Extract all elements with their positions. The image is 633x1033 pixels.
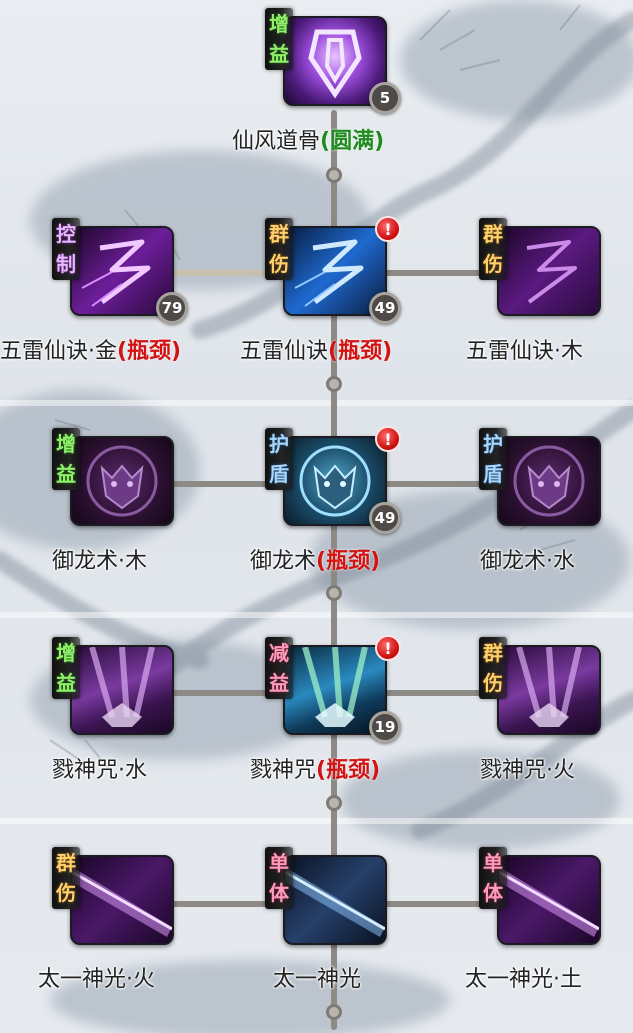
- skill-node-lushen-huo[interactable]: 群伤: [479, 637, 601, 735]
- skill-type-tag: 增益: [265, 8, 293, 70]
- skill-label: 御龙术(瓶颈): [250, 549, 381, 574]
- skill-level-badge: 5: [369, 82, 401, 114]
- blast-icon: [497, 645, 601, 735]
- branch-connector: [380, 901, 500, 907]
- connector-node: [326, 167, 342, 183]
- bottleneck-status: (瓶颈): [316, 758, 381, 783]
- dragon-icon: [497, 436, 601, 526]
- bottleneck-status: (瓶颈): [316, 549, 381, 574]
- alert-icon: !: [375, 216, 401, 242]
- skill-type-tag: 增益: [52, 428, 80, 490]
- skill-type-tag: 群伤: [265, 218, 293, 280]
- skill-node-taiyi[interactable]: 单体: [265, 847, 387, 945]
- bottleneck-status: (瓶颈): [328, 339, 393, 364]
- beam-icon: [70, 855, 174, 945]
- skill-node-lushen[interactable]: 减益 ! 19: [265, 635, 401, 743]
- skill-node-wulei[interactable]: 群伤 ! 49: [265, 216, 401, 324]
- skill-label: 太一神光·土: [465, 967, 582, 992]
- alert-icon: !: [375, 635, 401, 661]
- dragon-icon: [70, 436, 174, 526]
- skill-type-tag: 群伤: [479, 218, 507, 280]
- skill-node-lushen-shui[interactable]: 增益: [52, 637, 174, 735]
- skill-type-tag: 减益: [265, 637, 293, 699]
- skill-label: 戮神咒·水: [52, 758, 147, 783]
- skill-label: 御龙术·木: [52, 549, 147, 574]
- skill-type-tag: 增益: [52, 637, 80, 699]
- skill-label: 御龙术·水: [480, 549, 575, 574]
- skill-type-tag: 控制: [52, 218, 80, 280]
- skill-label: 太一神光·火: [38, 967, 155, 992]
- skill-level-badge: 49: [369, 502, 401, 534]
- skill-level-badge: 79: [156, 292, 188, 324]
- alert-icon: !: [375, 426, 401, 452]
- maxed-status: (圆满): [320, 129, 385, 154]
- skill-type-tag: 护盾: [479, 428, 507, 490]
- trunk-connector: [331, 110, 337, 1030]
- skill-level-badge: 49: [369, 292, 401, 324]
- branch-connector: [380, 690, 500, 696]
- skill-label: 五雷仙诀(瓶颈): [240, 339, 393, 364]
- skill-type-tag: 单体: [265, 847, 293, 909]
- connector-node: [326, 376, 342, 392]
- branch-connector: [170, 270, 290, 276]
- skill-label: 仙风道骨(圆满): [232, 129, 385, 154]
- beam-icon: [497, 855, 601, 945]
- branch-connector: [170, 481, 290, 487]
- skill-level-badge: 19: [369, 711, 401, 743]
- skill-type-tag: 群伤: [52, 847, 80, 909]
- skill-node-wulei-jin[interactable]: 控制 79: [52, 218, 188, 324]
- skill-node-wulei-mu[interactable]: 群伤: [479, 218, 601, 316]
- connector-node: [326, 795, 342, 811]
- skill-node-taiyi-tu[interactable]: 单体: [479, 847, 601, 945]
- skill-node-taiyi-huo[interactable]: 群伤: [52, 847, 174, 945]
- skill-label: 戮神咒·火: [480, 758, 575, 783]
- skill-node-yulong-mu[interactable]: 增益: [52, 428, 174, 526]
- branch-connector: [170, 901, 290, 907]
- branch-connector: [380, 270, 500, 276]
- skill-node-yulong[interactable]: 护盾 ! 49: [265, 426, 401, 534]
- bottleneck-status: (瓶颈): [117, 339, 182, 364]
- skill-type-tag: 护盾: [265, 428, 293, 490]
- lightning-icon: [497, 226, 601, 316]
- skill-label: 五雷仙诀·木: [466, 339, 583, 364]
- skill-label: 五雷仙诀·金(瓶颈): [0, 339, 182, 364]
- beam-icon: [283, 855, 387, 945]
- skill-node-yulong-shui[interactable]: 护盾: [479, 428, 601, 526]
- skill-label: 戮神咒(瓶颈): [250, 758, 381, 783]
- branch-connector: [380, 481, 500, 487]
- skill-type-tag: 群伤: [479, 637, 507, 699]
- blast-icon: [70, 645, 174, 735]
- connector-node: [326, 1004, 342, 1020]
- skill-type-tag: 单体: [479, 847, 507, 909]
- skill-label: 太一神光: [273, 967, 362, 992]
- connector-node: [326, 585, 342, 601]
- skill-node-xianfeng[interactable]: 增益 5: [265, 8, 401, 114]
- branch-connector: [170, 690, 290, 696]
